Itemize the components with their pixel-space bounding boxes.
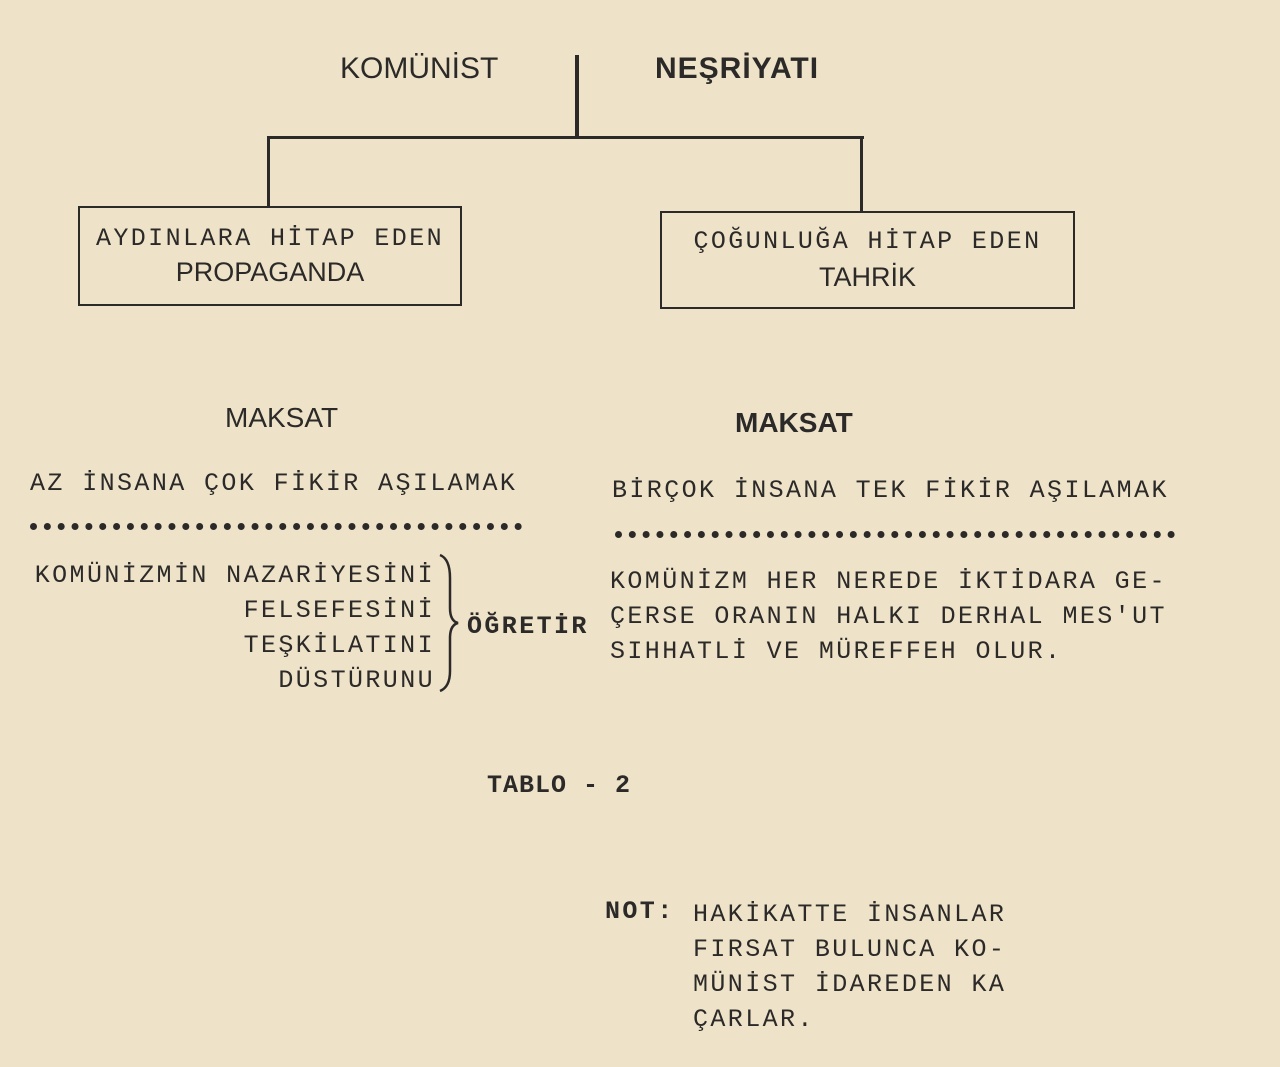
box-propaganda-line2: PROPAGANDA: [175, 257, 365, 287]
title-right: NEŞRİYATI: [655, 52, 820, 85]
left-purpose: AZ İNSANA ÇOK FİKİR AŞILAMAK: [30, 469, 518, 498]
box-propaganda-line1: AYDINLARA HİTAP EDEN: [95, 224, 445, 253]
connector-left: [267, 136, 270, 206]
teaching-list: KOMÜNİZMİN NAZARİYESİNİ FELSEFESİNİ TEŞK…: [35, 558, 435, 698]
right-purpose: BİRÇOK İNSANA TEK FİKİR AŞILAMAK: [612, 476, 1169, 505]
right-dotted-divider: [615, 531, 1175, 538]
left-dotted-divider: [30, 523, 522, 530]
box-tahrik-line1: ÇOĞUNLUĞA HİTAP EDEN: [693, 227, 1042, 256]
connector-trunk: [575, 55, 579, 138]
note-line: FIRSAT BULUNCA KO-: [693, 935, 1007, 964]
note-text: HAKİKATTE İNSANLAR FIRSAT BULUNCA KO- MÜ…: [693, 897, 1006, 1037]
box-propaganda: AYDINLARA HİTAP EDEN PROPAGANDA: [78, 206, 462, 306]
connector-right: [860, 136, 863, 211]
paragraph-line: ÇERSE ORANIN HALKI DERHAL MES'UT: [610, 602, 1167, 631]
list-item: TEŞKİLATINI: [243, 631, 435, 660]
note-label: NOT:: [605, 897, 675, 926]
list-item: FELSEFESİNİ: [243, 596, 435, 625]
right-maksat-heading: MAKSAT: [735, 407, 853, 438]
box-tahrik-line2: TAHRİK: [818, 262, 916, 292]
connector-horizontal: [268, 136, 864, 139]
note-line: MÜNİST İDAREDEN KA: [693, 970, 1007, 999]
verb-ogretir: ÖĞRETİR: [467, 612, 589, 641]
list-item: DÜSTÜRUNU: [278, 666, 435, 695]
box-tahrik: ÇOĞUNLUĞA HİTAP EDEN TAHRİK: [660, 211, 1075, 309]
paragraph-line: SIHHATLİ VE MÜREFFEH OLUR.: [610, 637, 1063, 666]
curly-brace: [439, 553, 459, 693]
table-caption: TABLO - 2: [487, 771, 632, 800]
list-item: KOMÜNİZMİN NAZARİYESİNİ: [34, 561, 435, 590]
note-line: ÇARLAR.: [693, 1005, 815, 1034]
title-left: KOMÜNİST: [340, 52, 499, 85]
note-line: HAKİKATTE İNSANLAR: [693, 900, 1007, 929]
paragraph-line: KOMÜNİZM HER NEREDE İKTİDARA GE-: [610, 567, 1167, 596]
left-maksat-heading: MAKSAT: [225, 402, 339, 433]
right-paragraph: KOMÜNİZM HER NEREDE İKTİDARA GE- ÇERSE O…: [610, 564, 1167, 669]
